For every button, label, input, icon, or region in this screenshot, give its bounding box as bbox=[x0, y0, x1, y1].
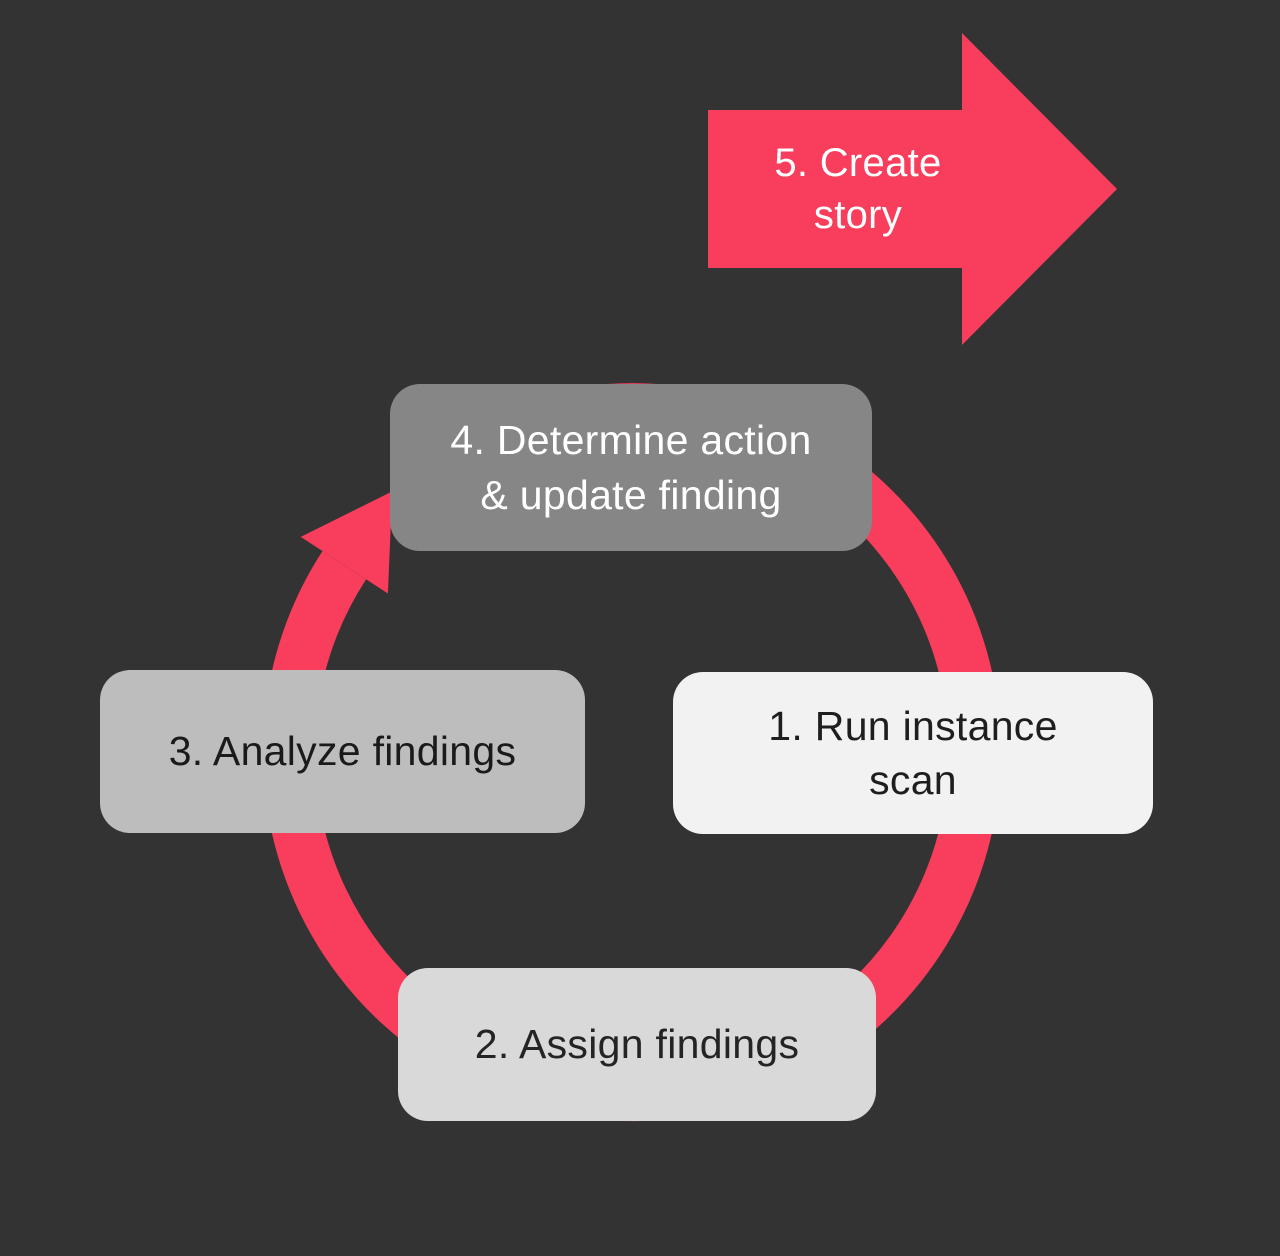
step-4-box: 4. Determine action & update finding bbox=[390, 384, 872, 551]
step-5-arrow-shape bbox=[708, 33, 1117, 345]
step-5-label-text: 5. Create story bbox=[774, 141, 942, 237]
step-3-label: 3. Analyze findings bbox=[168, 728, 517, 775]
step-1-label: 1. Run instance scan bbox=[768, 702, 1058, 803]
step-2-label: 2. Assign findings bbox=[474, 1021, 800, 1068]
step-1-box: 1. Run instance scan bbox=[673, 672, 1153, 834]
step-2-box: 2. Assign findings bbox=[398, 968, 876, 1121]
step-4-label: 4. Determine action & update finding bbox=[450, 417, 812, 518]
step-3-box: 3. Analyze findings bbox=[100, 670, 585, 833]
cycle-arrowhead-icon bbox=[300, 491, 393, 594]
step-5-label: 5. Create story bbox=[718, 110, 998, 268]
